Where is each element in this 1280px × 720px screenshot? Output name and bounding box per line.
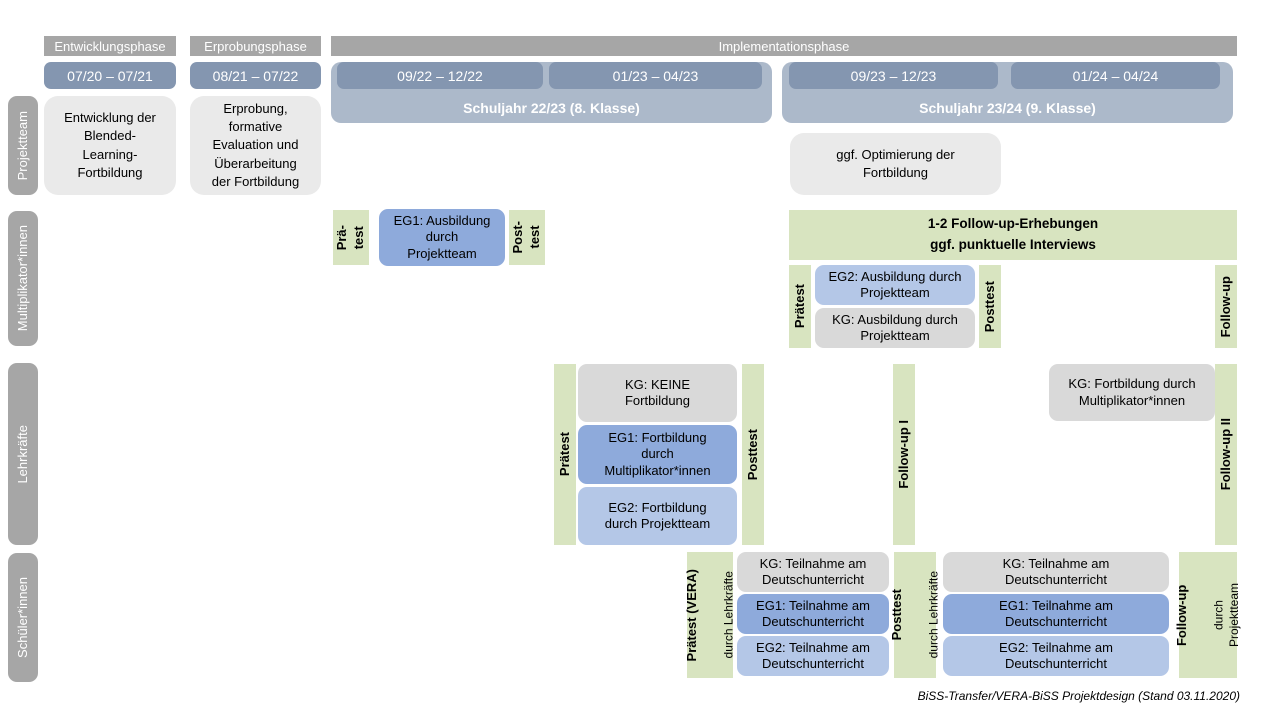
row-label-schuelerinnen: Schüler*innen: [8, 553, 38, 682]
row-label-text: Lehrkräfte: [14, 424, 30, 484]
box-kg-teilnahme-1: KG: Teilnahme am Deutschunterricht: [737, 552, 889, 592]
bar-posttest-lehrkraefte: Posttest: [742, 364, 764, 545]
box-kg-keine-fortbildung: KG: KEINE Fortbildung: [578, 364, 737, 422]
school-year-label: Schuljahr 23/24 (9. Klasse): [919, 100, 1096, 116]
period-07-20: 07/20 – 07/21: [44, 62, 176, 89]
box-optimierung-fortbildung: ggf. Optimierung der Fortbildung: [790, 133, 1001, 195]
bar-label: Posttest: [981, 280, 997, 333]
period-09-22: 09/22 – 12/22: [337, 62, 543, 89]
box-eg2-teilnahme-2: EG2: Teilnahme am Deutschunterricht: [943, 636, 1169, 676]
box-eg1-ausbildung-projektteam: EG1: Ausbildung durch Projektteam: [379, 209, 505, 266]
row-label-text: Multiplikator*innen: [14, 225, 30, 332]
bar-label: Follow-up durch Projektteam: [1153, 583, 1263, 647]
period-01-24: 01/24 – 04/24: [1011, 62, 1220, 89]
bar-praetest-vera-schueler: Prätest (VERA) durch Lehrkräfte: [683, 552, 735, 678]
bar-praetest-multiplikatoren: Prätest: [789, 265, 811, 348]
row-label-text: Projektteam: [14, 110, 30, 181]
bar-label-main: Prätest (VERA): [683, 568, 699, 662]
period-08-21: 08/21 – 07/22: [190, 62, 321, 89]
period-01-23: 01/23 – 04/23: [549, 62, 762, 89]
bar-label-sub: durch Projektteam: [1211, 582, 1241, 648]
row-label-projektteam: Projektteam: [8, 96, 38, 195]
bar-label: Posttest: [744, 428, 760, 481]
diagram-caption: BiSS-Transfer/VERA-BiSS Projektdesign (S…: [917, 689, 1240, 703]
bar-posttest-schueler: Posttest durch Lehrkräfte: [888, 552, 940, 678]
box-eg1-teilnahme-1: EG1: Teilnahme am Deutschunterricht: [737, 594, 889, 634]
bar-followup-1-lehrkraefte: Follow-up I: [893, 364, 915, 545]
box-eg1-fortbildung-multiplikatoren: EG1: Fortbildung durch Multiplikator*inn…: [578, 425, 737, 484]
box-kg-teilnahme-2: KG: Teilnahme am Deutschunterricht: [943, 552, 1169, 592]
bar-label: Post- test: [510, 221, 542, 254]
bar-label-sub: durch Lehrkräfte: [721, 571, 736, 659]
row-label-lehrkraefte: Lehrkräfte: [8, 363, 38, 545]
school-year-label: Schuljahr 22/23 (8. Klasse): [463, 100, 640, 116]
bar-label: Prätest: [556, 432, 572, 477]
bar-label: Follow-up: [1217, 275, 1233, 338]
bar-label-main: Follow-up: [1173, 584, 1189, 646]
bar-followup-multiplikatoren: Follow-up: [1215, 265, 1237, 348]
bar-posttest-multiplikatoren-ausbildung: Post- test: [509, 210, 545, 265]
bar-praetest-multiplikatoren-ausbildung: Prä- test: [333, 210, 369, 265]
row-label-text: Schüler*innen: [14, 577, 30, 658]
bar-label-sub: durch Lehrkräfte: [926, 571, 941, 659]
box-entwicklung-fortbildung: Entwicklung der Blended- Learning- Fortb…: [44, 96, 176, 195]
bar-label-main: Posttest: [888, 589, 904, 641]
box-kg-fortbildung-multiplikatoren: KG: Fortbildung durch Multiplikator*inne…: [1049, 364, 1215, 421]
bar-label: Follow-up II: [1217, 418, 1233, 491]
bar-posttest-multiplikatoren: Posttest: [979, 265, 1001, 348]
box-followup-erhebungen: 1-2 Follow-up-Erhebungen ggf. punktuelle…: [789, 210, 1237, 260]
bar-label: Prätest: [791, 284, 807, 329]
row-label-multiplikatorinnen: Multiplikator*innen: [8, 211, 38, 346]
box-eg2-fortbildung-projektteam: EG2: Fortbildung durch Projektteam: [578, 487, 737, 545]
bar-label: Prä- test: [334, 224, 366, 251]
box-eg1-teilnahme-2: EG1: Teilnahme am Deutschunterricht: [943, 594, 1169, 634]
phase-bar-erprobung: Erprobungsphase: [190, 36, 321, 56]
box-eg2-teilnahme-1: EG2: Teilnahme am Deutschunterricht: [737, 636, 889, 676]
bar-followup-2-lehrkraefte: Follow-up II: [1215, 364, 1237, 545]
box-kg-ausbildung-projektteam: KG: Ausbildung durch Projektteam: [815, 308, 975, 348]
box-erprobung-evaluation: Erprobung, formative Evaluation und Über…: [190, 96, 321, 195]
bar-label: Follow-up I: [895, 420, 911, 489]
phase-bar-implementation: Implementationsphase: [331, 36, 1237, 56]
bar-followup-schueler: Follow-up durch Projektteam: [1174, 552, 1241, 678]
phase-bar-entwicklung: Entwicklungsphase: [44, 36, 176, 56]
bar-praetest-lehrkraefte: Prätest: [554, 364, 576, 545]
period-09-23: 09/23 – 12/23: [789, 62, 998, 89]
box-eg2-ausbildung-projektteam: EG2: Ausbildung durch Projektteam: [815, 265, 975, 305]
